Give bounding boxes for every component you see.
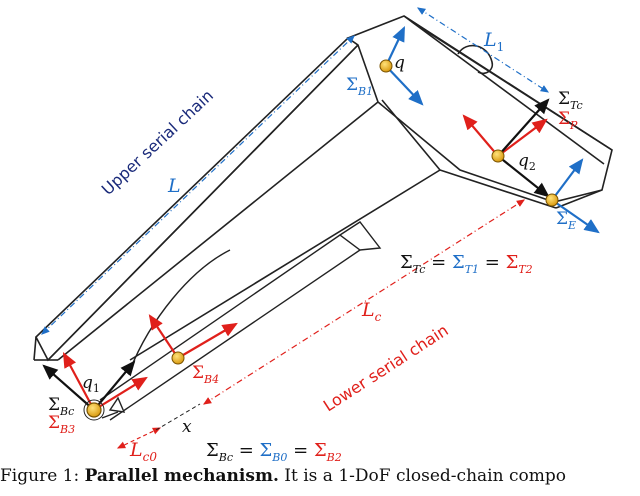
- label-L1: L1: [483, 29, 504, 54]
- caption-text: It is a 1-DoF closed-chain compo: [284, 466, 566, 486]
- equation-Bc: ΣBc = ΣB0 = ΣB2: [206, 440, 342, 466]
- frame-label-Tc: ΣTc: [558, 89, 583, 112]
- joint-B4: [171, 351, 185, 365]
- label-Lc: Lc: [361, 299, 382, 324]
- frame-B1-axes: [385, 26, 424, 106]
- figure-caption: Figure 1: Parallel mechanism. It is a 1-…: [0, 466, 640, 496]
- label-q1: q1: [82, 373, 100, 395]
- dimension-Lc0: [116, 403, 201, 449]
- joint-q1: [86, 402, 102, 418]
- frame-B4-axes: [148, 314, 238, 359]
- caption-title: Parallel mechanism.: [84, 466, 279, 486]
- label-q2: q2: [518, 151, 536, 173]
- equation-Tc: ΣTc = ΣT1 = ΣT2: [400, 252, 533, 278]
- label-Lc0: Lc0: [129, 439, 157, 464]
- dimension-Lc: [202, 199, 526, 405]
- joint-E: [545, 193, 559, 207]
- label-L: L: [167, 175, 181, 197]
- end-bracket: [346, 15, 613, 209]
- frame-label-P: ΣP: [558, 109, 578, 132]
- frame-label-E: ΣE: [556, 209, 576, 232]
- frame-label-Bc: ΣBc: [48, 395, 74, 418]
- frame-P-axes: [462, 98, 550, 198]
- caption-prefix: Figure 1:: [0, 466, 80, 486]
- frame-label-B1: ΣB1: [346, 75, 373, 98]
- label-x: x: [182, 417, 192, 437]
- lower-chain-label: Lower serial chain: [320, 321, 452, 416]
- frame-E-axes: [551, 158, 600, 234]
- joint-q: [379, 59, 393, 73]
- joint-q2: [491, 149, 505, 163]
- label-q: q: [394, 53, 405, 73]
- joint-q1-ring: [83, 399, 105, 421]
- frame-label-B4: ΣB4: [192, 363, 219, 386]
- frame-label-B3: ΣB3: [48, 413, 75, 436]
